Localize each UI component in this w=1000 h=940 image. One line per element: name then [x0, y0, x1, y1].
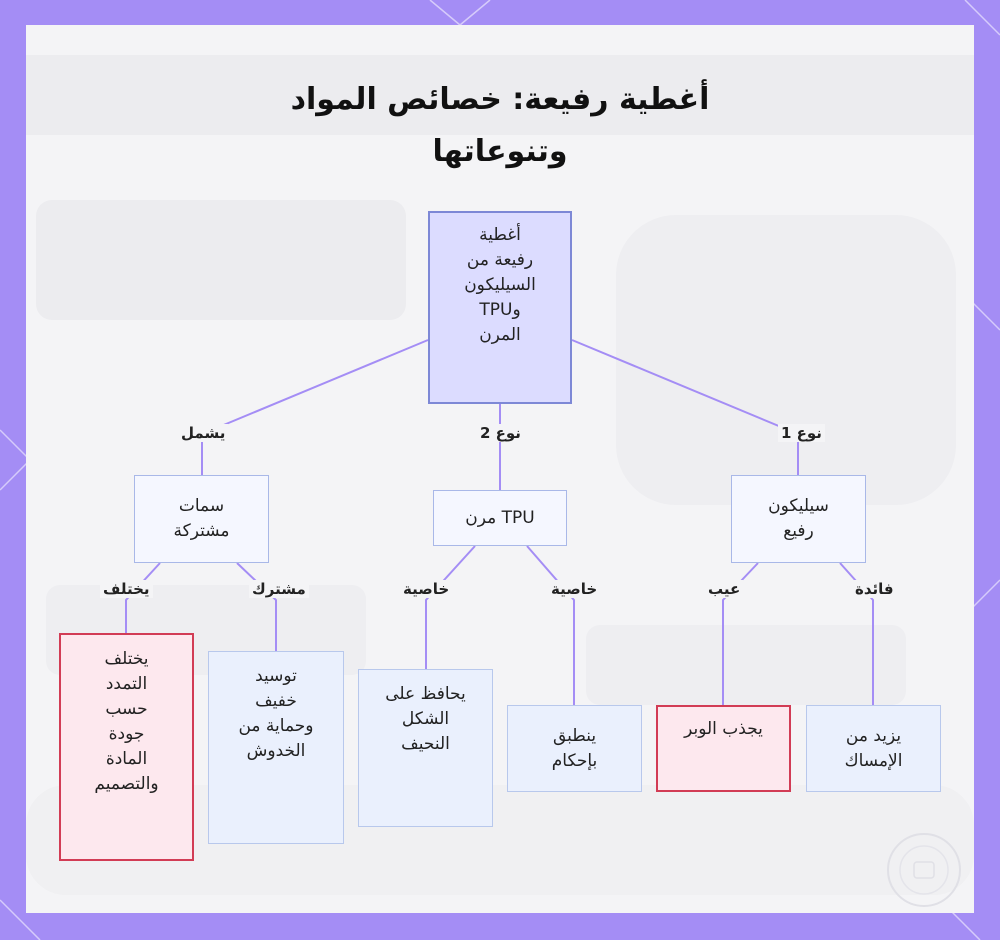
edge-common-cushion — [237, 563, 276, 651]
watermark-logo-icon — [884, 830, 964, 910]
node-root: أغطية رفيعة من السيليكون وTPU المرن — [428, 211, 572, 404]
edge-label-benefit: فائدة — [852, 580, 897, 598]
edge-tpu-snug — [527, 546, 574, 705]
edge-tpu-shape — [426, 546, 475, 669]
edge-label-includes: يشمل — [178, 424, 228, 442]
node-flexible-tpu: TPU مرن — [433, 490, 567, 546]
edge-label-drawback: عيب — [705, 580, 743, 598]
edge-common-varies — [126, 563, 160, 633]
edge-label-property-b: خاصية — [400, 580, 452, 598]
edge-label-property-a: خاصية — [548, 580, 600, 598]
edge-root-silicone — [572, 340, 798, 475]
edge-root-common — [202, 340, 428, 475]
edge-label-differs: يختلف — [100, 580, 153, 598]
edge-label-type-2: نوع 2 — [477, 424, 524, 442]
edge-label-type-1: نوع 1 — [778, 424, 825, 442]
node-attracts-lint: يجذب الوبر — [656, 705, 791, 792]
edge-label-shared: مشترك — [249, 580, 309, 598]
